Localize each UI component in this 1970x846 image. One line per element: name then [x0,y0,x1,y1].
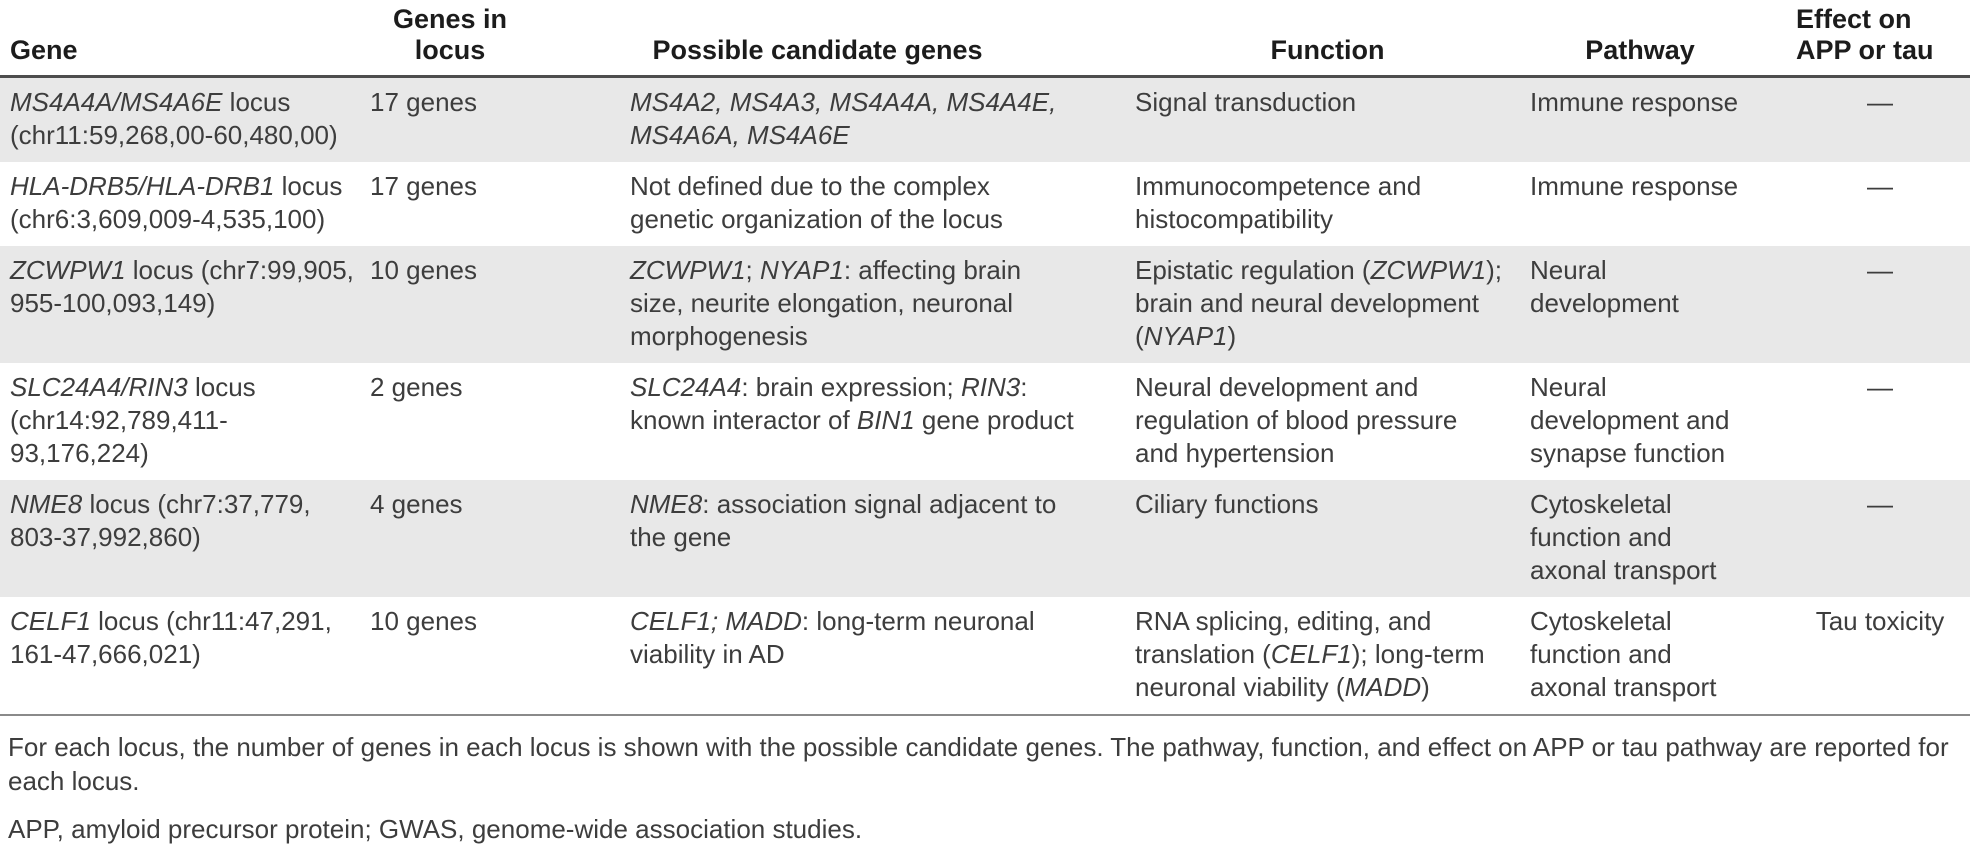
text-segment: : long-term neuronal viability in AD [630,606,1035,669]
gene-symbol: MADD [1344,672,1422,702]
gene-symbol: HLA-DRB5/HLA-DRB1 [10,171,275,201]
text-segment: locus (chr7:37,779, 803-37,992,860) [10,489,311,552]
cell-pathway: Cytoskeletal function and axonal transpo… [1530,489,1717,585]
cell-function: Immunocompetence and histocompatibility [1135,162,1520,246]
text-segment: ) [1227,321,1237,351]
cell-gene: CELF1 locus (chr11:47,291, 161-47,666,02… [0,597,370,715]
cell-pathway: Immune response [1530,87,1739,117]
cell-pathway: Neural development and synapse function [1530,372,1730,468]
table-row-4: SLC24A4/RIN3 locus (chr14:92,789,411-93,… [0,363,1970,480]
text-segment: : brain expression; [741,372,961,402]
cell-genes_in_locus: 2 genes [370,372,463,402]
gene-symbol: SLC24A4/RIN3 [10,372,188,402]
gene-symbol: NYAP1 [760,255,844,285]
column-header-pathway: Pathway [1585,35,1695,65]
text-segment: Not defined due to the complex genetic o… [630,171,1003,234]
gene-symbol: BIN1 [856,405,915,435]
cell-function: Epistatic regulation (ZCWPW1); brain and… [1135,246,1520,363]
cell-candidate_genes: Not defined due to the complex genetic o… [630,162,1135,246]
gene-symbol: RIN3 [960,372,1021,402]
cell-gene: MS4A4A/MS4A6E locus (chr11:59,268,00-60,… [0,77,370,163]
cell-genes_in_locus: 10 genes [370,606,477,636]
table-row-2: HLA-DRB5/HLA-DRB1 locus (chr6:3,609,009-… [0,162,1970,246]
gene-symbol: NME8 [10,489,83,519]
cell-genes_in_locus: 17 genes [370,87,477,117]
table-row-6: CELF1 locus (chr11:47,291, 161-47,666,02… [0,597,1970,715]
cell-genes_in_locus: 17 genes [370,171,477,201]
text-segment: locus (chr14:92,789,411-93,176,224) [10,372,256,468]
cell-genes_in_locus: 4 genes [370,489,463,519]
column-header-gene: Gene [10,35,78,65]
gene-symbol: NME8 [630,489,703,519]
cell-effect_on_app_or_tau: — [1867,87,1893,117]
cell-function: RNA splicing, editing, and translation (… [1135,597,1520,715]
cell-effect_on_app_or_tau: — [1867,171,1893,201]
cell-pathway: Immune response [1530,171,1739,201]
cell-candidate_genes: SLC24A4: brain expression; RIN3: known i… [630,363,1135,480]
text-segment: Neural development and regulation of blo… [1135,372,1458,468]
footnote-general: For each locus, the number of genes in e… [8,732,1949,796]
cell-effect_on_app_or_tau: — [1867,489,1893,519]
gene-symbol: CELF1; MADD [630,606,802,636]
gene-symbol: NYAP1 [1143,321,1228,351]
table-row-5: NME8 locus (chr7:37,779, 803-37,992,860)… [0,480,1970,597]
text-segment: locus (chr6:3,609,009-4,535,100) [10,171,343,234]
text-segment: Epistatic regulation ( [1135,255,1371,285]
cell-genes_in_locus: 10 genes [370,255,477,285]
cell-effect_on_app_or_tau: Tau toxicity [1815,606,1945,636]
text-segment: : known interactor of [630,372,1028,435]
column-header-function: Function [1270,35,1385,65]
text-segment: : affecting brain size, neurite elongati… [630,255,1022,351]
text-segment: locus (chr7:99,905, 955-100,093,149) [10,255,354,318]
text-segment: Signal transduction [1135,87,1357,117]
cell-candidate_genes: ZCWPW1; NYAP1: affecting brain size, neu… [630,246,1135,363]
text-segment: Immunocompetence and histocompatibility [1135,171,1422,234]
cell-pathway: Neural development [1530,255,1679,318]
text-segment: ); long-term neuronal viability ( [1135,639,1485,702]
gene-symbol: MS4A2, MS4A3, MS4A4A, MS4A4E, MS4A6A, MS… [630,87,1057,150]
column-header-genes_in_locus: Genes in locus [392,4,508,65]
cell-candidate_genes: NME8: association signal adjacent to the… [630,480,1135,597]
gene-symbol: ZCWPW1 [1370,255,1487,285]
footnote-abbreviations: APP, amyloid precursor protein; GWAS, ge… [8,814,863,844]
gene-symbol: CELF1 [10,606,91,636]
cell-candidate_genes: CELF1; MADD: long-term neuronal viabilit… [630,597,1135,715]
cell-candidate_genes: MS4A2, MS4A3, MS4A4A, MS4A4E, MS4A6A, MS… [630,77,1135,163]
cell-gene: NME8 locus (chr7:37,779, 803-37,992,860) [0,480,370,597]
column-header-candidate_genes: Possible candidate genes [652,35,983,65]
text-segment: ; [745,255,760,285]
cell-effect_on_app_or_tau: — [1867,372,1893,402]
table-body: MS4A4A/MS4A6E locus (chr11:59,268,00-60,… [0,76,1970,715]
text-segment: gene product [914,405,1074,435]
cell-function: Neural development and regulation of blo… [1135,363,1520,480]
gene-symbol: ZCWPW1 [10,255,126,285]
table-row-1: MS4A4A/MS4A6E locus (chr11:59,268,00-60,… [0,76,1970,163]
text-segment: locus (chr11:59,268,00-60,480,00) [10,87,338,150]
column-header-effect_on_app_or_tau: Effect on APP or tau [1796,4,1934,65]
gene-symbol: SLC24A4 [630,372,742,402]
cell-gene: HLA-DRB5/HLA-DRB1 locus (chr6:3,609,009-… [0,162,370,246]
text-segment: : association signal adjacent to the gen… [630,489,1057,552]
cell-function: Ciliary functions [1135,480,1520,597]
gene-symbol: CELF1 [1270,639,1352,669]
text-segment: ); brain and neural development ( [1135,255,1502,351]
table-row-3: ZCWPW1 locus (chr7:99,905, 955-100,093,1… [0,246,1970,363]
cell-effect_on_app_or_tau: — [1867,255,1893,285]
gene-symbol: ZCWPW1 [630,255,746,285]
footnotes: For each locus, the number of genes in e… [0,716,1970,846]
cell-function: Signal transduction [1135,77,1520,163]
text-segment: locus (chr11:47,291, 161-47,666,021) [10,606,332,669]
text-segment: RNA splicing, editing, and translation ( [1135,606,1432,669]
cell-pathway: Cytoskeletal function and axonal transpo… [1530,606,1717,702]
gene-symbol: MS4A4A/MS4A6E [10,87,223,117]
cell-gene: ZCWPW1 locus (chr7:99,905, 955-100,093,1… [0,246,370,363]
text-segment: ) [1421,672,1430,702]
cell-gene: SLC24A4/RIN3 locus (chr14:92,789,411-93,… [0,363,370,480]
text-segment: Ciliary functions [1135,489,1319,519]
